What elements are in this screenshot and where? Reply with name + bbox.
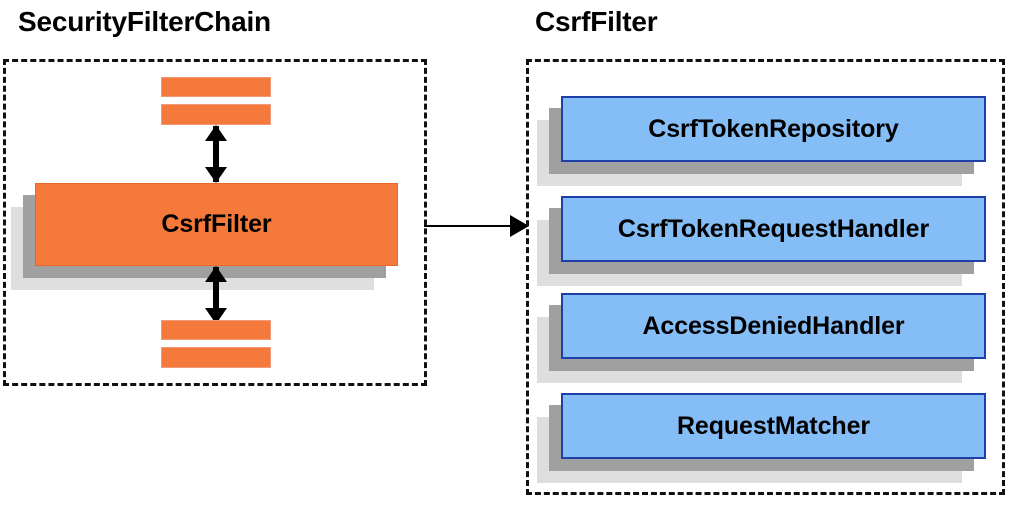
node-csrf-filter[interactable]: CsrfFilter [11, 183, 398, 290]
arrow-head-up [205, 125, 227, 141]
node-face: AccessDeniedHandler [561, 293, 986, 359]
filter-bar-above-1 [161, 77, 271, 97]
node-face: CsrfTokenRequestHandler [561, 196, 986, 262]
page-title-security-filter-chain: SecurityFilterChain [18, 6, 271, 37]
arrow-head-up [205, 266, 227, 282]
arrow-stem [213, 126, 219, 182]
node-face: RequestMatcher [561, 393, 986, 459]
node-csrf-token-request-handler[interactable]: CsrfTokenRequestHandler [537, 196, 986, 286]
node-face: CsrfTokenRepository [561, 96, 986, 162]
csrf-filter-detail-container [526, 59, 1005, 495]
filter-bar-above-2 [161, 104, 271, 125]
arrow-stem [213, 267, 219, 323]
node-label: AccessDeniedHandler [642, 311, 905, 340]
filter-bar-below-2 [161, 347, 271, 368]
node-label: CsrfFilter [161, 210, 272, 238]
arrow-head-right [510, 215, 529, 237]
node-label: RequestMatcher [676, 411, 871, 440]
node-label: CsrfTokenRequestHandler [617, 214, 930, 243]
node-request-matcher[interactable]: RequestMatcher [537, 393, 986, 483]
node-csrf-token-repository[interactable]: CsrfTokenRepository [537, 96, 986, 186]
arrow-stem [424, 225, 513, 227]
node-face: CsrfFilter [35, 183, 398, 266]
node-label: CsrfTokenRepository [648, 114, 899, 143]
node-access-denied-handler[interactable]: AccessDeniedHandler [537, 293, 986, 383]
arrow-head-down [205, 167, 227, 183]
security-filter-chain-container [3, 59, 427, 386]
page-title-csrf-filter: CsrfFilter [535, 6, 658, 37]
filter-bar-below-1 [161, 320, 271, 340]
